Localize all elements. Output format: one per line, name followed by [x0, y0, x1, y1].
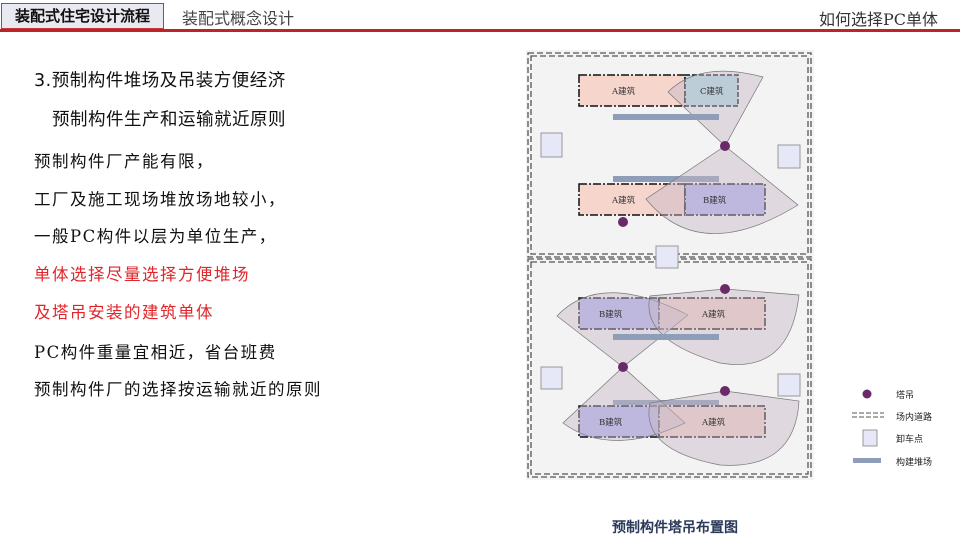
crane-sector	[667, 70, 764, 147]
unloading-point	[540, 366, 563, 390]
unloading-point	[540, 132, 563, 158]
tower-crane-icon	[618, 217, 628, 227]
stockyard	[613, 400, 719, 405]
unloading-point-icon	[862, 429, 878, 447]
tower-crane-icon	[720, 386, 730, 396]
tower-crane-icon	[862, 389, 872, 399]
crane-sector	[562, 366, 686, 441]
body-line: 预制构件厂的选择按运输就近的原则	[34, 380, 322, 399]
diagram-caption: 预制构件塔吊布置图	[612, 520, 738, 536]
legend-label: 卸车点	[896, 435, 924, 445]
building-a	[658, 297, 766, 330]
header-divider	[0, 29, 960, 32]
unloading-point	[655, 245, 679, 269]
unloading-point	[777, 144, 801, 169]
header-tab[interactable]: 装配式住宅设计流程	[1, 3, 164, 29]
crane-sector	[648, 390, 800, 466]
crane-sector	[645, 145, 799, 234]
building-label: A建筑	[701, 309, 726, 320]
section-title: 装配式概念设计	[182, 9, 295, 28]
stockyard	[613, 176, 719, 182]
building-c	[684, 74, 739, 107]
building-b	[684, 183, 766, 216]
stockyard	[613, 114, 719, 120]
building-label: B建筑	[599, 309, 623, 320]
building-b	[578, 405, 660, 438]
body-line-highlight: 及塔吊安装的建筑单体	[34, 303, 214, 322]
body-line: 一般PC构件以层为单位生产，	[34, 227, 277, 246]
building-a	[658, 405, 766, 438]
building-label: B建筑	[703, 195, 727, 206]
body-line-highlight: 单体选择尽量选择方便堆场	[34, 265, 250, 284]
building-label: C建筑	[700, 86, 724, 97]
crane-sector	[556, 292, 689, 368]
site-road-icon	[852, 412, 884, 418]
legend-label: 构建堆场	[896, 458, 933, 468]
topic-title: 如何选择PC单体	[818, 10, 938, 29]
legend-label: 塔吊	[896, 391, 915, 401]
building-label: A建筑	[611, 195, 636, 206]
legend-label: 场内道路	[896, 413, 933, 423]
stockyard	[613, 334, 719, 340]
building-a	[578, 183, 686, 216]
tower-crane-icon	[720, 284, 730, 294]
tower-crane-icon	[618, 362, 628, 372]
building-a	[578, 74, 686, 107]
building-label: A建筑	[611, 86, 636, 97]
body-line: 预制构件厂产能有限，	[34, 152, 214, 171]
body-line: PC构件重量宜相近，省台班费	[34, 343, 277, 362]
heading-2: 预制构件生产和运输就近原则	[52, 110, 286, 130]
crane-sector	[648, 288, 800, 365]
body-line: 工厂及施工现场堆放场地较小，	[34, 190, 286, 209]
heading-1: 3.预制构件堆场及吊装方便经济	[34, 71, 286, 91]
stockyard-icon	[853, 458, 881, 463]
building-label: A建筑	[701, 417, 726, 428]
unloading-point	[777, 373, 801, 397]
building-label: B建筑	[599, 417, 623, 428]
tower-crane-icon	[720, 141, 730, 151]
